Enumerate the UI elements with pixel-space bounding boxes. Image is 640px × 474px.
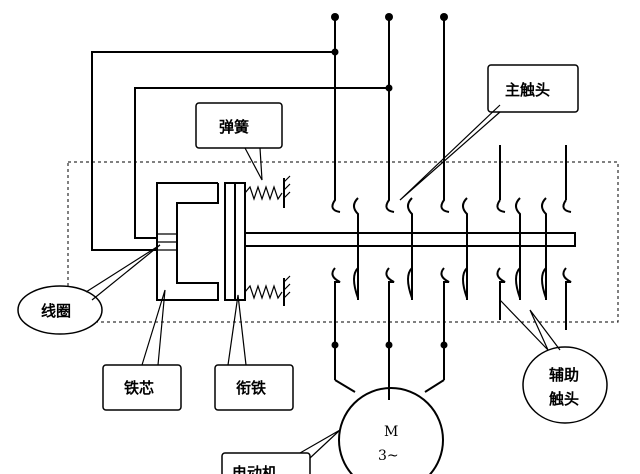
motor-symbol: M: [384, 424, 398, 440]
supply-lines: [331, 13, 448, 190]
motor-phase: 3~: [378, 448, 399, 464]
svg-text:辅助: 辅助: [549, 366, 579, 384]
motor-feed: [331, 341, 448, 393]
svg-text:线圈: 线圈: [41, 302, 71, 320]
spring-upper: [244, 175, 291, 208]
svg-text:弹簧: 弹簧: [219, 118, 249, 136]
aux-contact-callout: 辅助 触头: [499, 299, 608, 424]
armature-callout: 衔铁: [214, 294, 294, 411]
push-rod: [244, 232, 576, 247]
svg-text:触头: 触头: [549, 390, 579, 408]
iron-core-callout: 铁芯: [102, 289, 182, 411]
svg-text:铁芯: 铁芯: [124, 379, 154, 397]
spring-lower: [244, 275, 291, 306]
iron-core: [156, 182, 219, 301]
main-contacts: [331, 190, 468, 400]
motor: [338, 387, 444, 474]
coil-callout: 线圈: [17, 244, 161, 335]
auxiliary-contacts: [496, 145, 572, 330]
main-contact-callout: 主触头: [399, 64, 579, 201]
svg-text:衔铁: 衔铁: [236, 379, 266, 397]
contactor-enclosure: [67, 161, 619, 323]
armature: [224, 182, 246, 301]
svg-text:电动机: 电动机: [232, 464, 277, 474]
svg-text:主触头: 主触头: [505, 81, 550, 99]
spring-callout: 弹簧: [195, 102, 283, 181]
motor-callout: 电动机: [221, 429, 341, 474]
coil-wires: [91, 51, 389, 251]
